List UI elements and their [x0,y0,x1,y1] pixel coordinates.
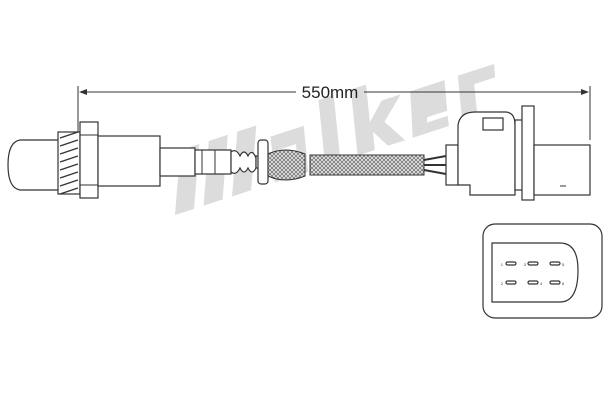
pin-label-5: 5 [562,262,565,267]
pin-label-4: 4 [540,281,543,286]
pin-label-6: 6 [562,281,565,286]
dimension-label: 550mm [302,83,359,102]
braided-cable [267,149,447,181]
pin-label-1: 1 [501,262,504,267]
walker-watermark [175,64,496,215]
dimension-line [77,86,591,140]
pin-label-3: 3 [524,262,527,267]
sensor-connector [445,105,591,201]
sensor-probe [7,121,269,199]
pin-label-2: 2 [501,281,504,286]
connector-pin-face [482,223,603,319]
